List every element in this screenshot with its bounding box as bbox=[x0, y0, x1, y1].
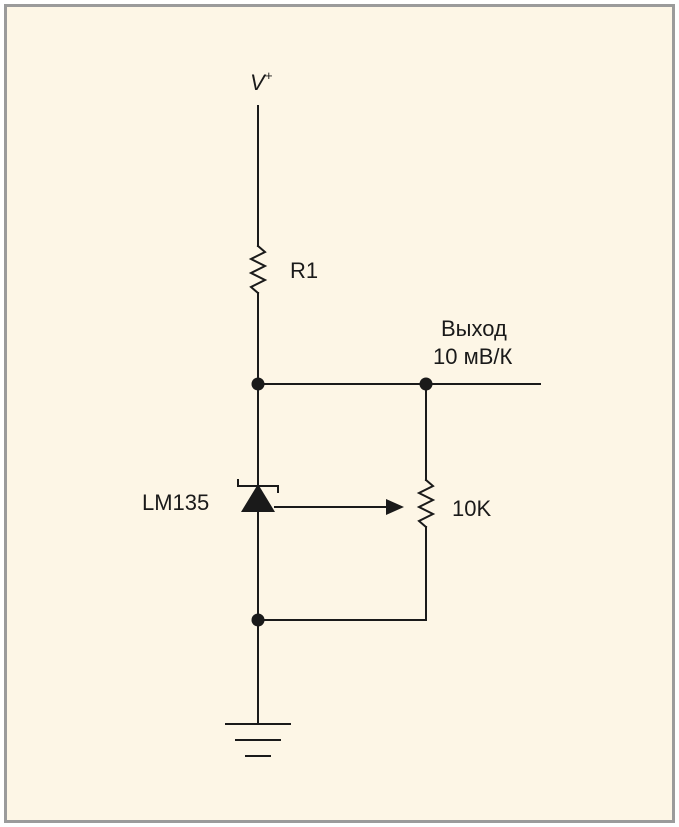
wire-pot-bottom bbox=[257, 526, 427, 621]
resistor-r1-label: R1 bbox=[290, 258, 318, 283]
sensor-lm135-bar bbox=[237, 479, 279, 493]
diagram-frame bbox=[4, 4, 675, 823]
output-label-line1: Выход bbox=[441, 316, 507, 341]
potentiometer-10k-label: 10K bbox=[452, 496, 491, 521]
potentiometer-10k bbox=[416, 478, 436, 529]
supply-label: V bbox=[250, 70, 267, 95]
wiper-arrow-icon bbox=[386, 499, 404, 515]
sensor-lm135-label: LM135 bbox=[142, 490, 209, 515]
ground-icon bbox=[225, 723, 291, 757]
output-label-line2: 10 мВ/К bbox=[433, 344, 512, 369]
supply-superscript: + bbox=[265, 68, 273, 83]
sensor-lm135-symbol bbox=[241, 484, 275, 512]
resistor-r1 bbox=[248, 244, 268, 295]
